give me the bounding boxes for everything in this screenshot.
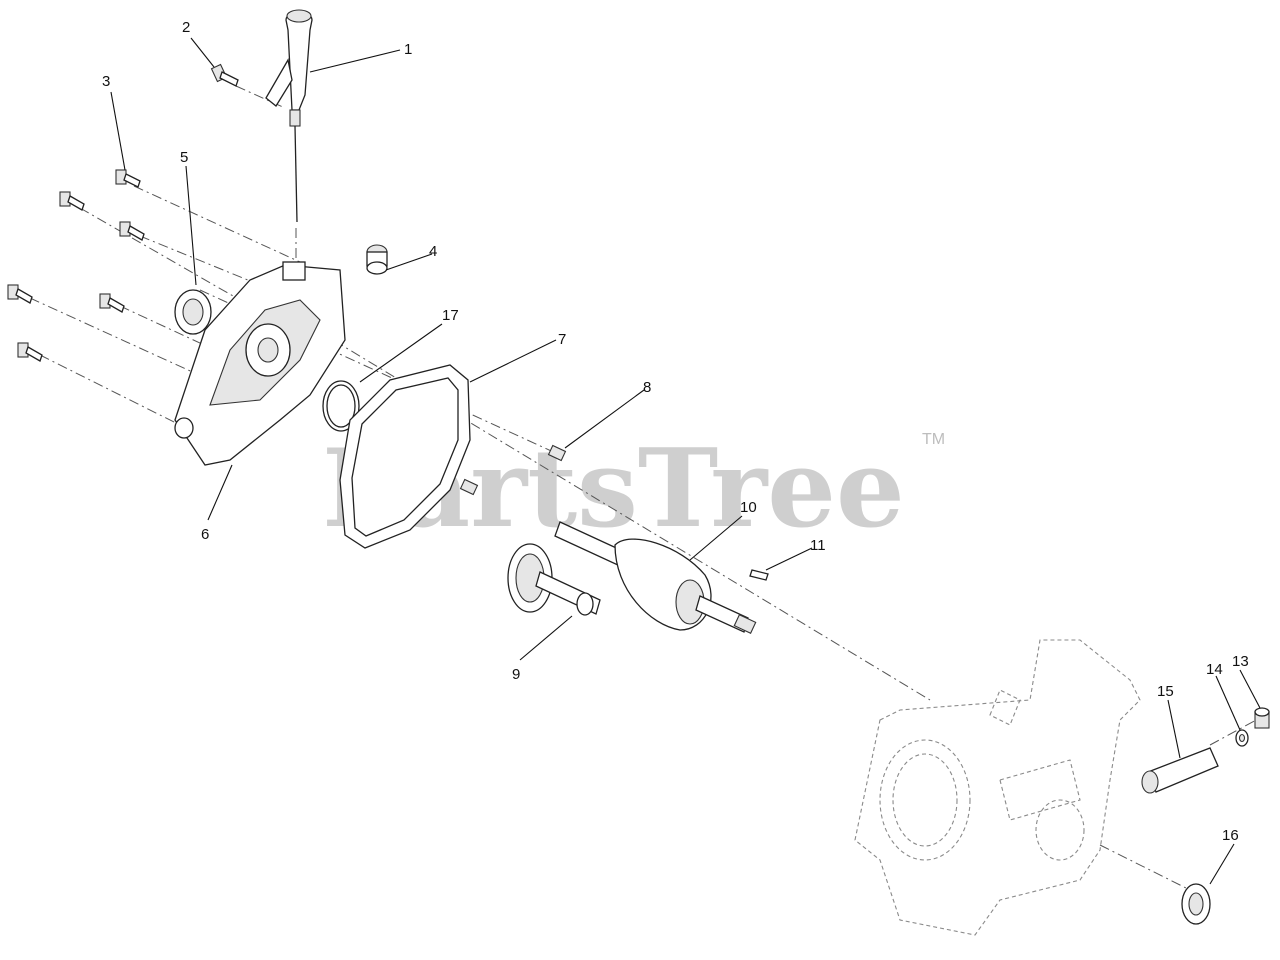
part-key bbox=[749, 569, 769, 581]
callout-17: 17 bbox=[442, 307, 459, 324]
callout-9: 9 bbox=[512, 666, 520, 683]
callout-11: 11 bbox=[810, 537, 826, 554]
part-screw bbox=[1254, 707, 1270, 729]
part-oil-seal-cover bbox=[174, 289, 212, 335]
part-engine-block-reference bbox=[854, 639, 1141, 936]
watermark-trademark: TM bbox=[922, 431, 945, 448]
part-o-ring bbox=[322, 380, 360, 432]
callout-6: 6 bbox=[201, 526, 209, 543]
callout-16: 16 bbox=[1222, 827, 1239, 844]
part-bolt-dipstick bbox=[210, 63, 239, 87]
part-dipstick bbox=[265, 9, 313, 223]
part-washer bbox=[1235, 729, 1249, 747]
callout-15: 15 bbox=[1157, 683, 1174, 700]
callout-10: 10 bbox=[740, 499, 757, 516]
callout-3: 3 bbox=[102, 73, 110, 90]
callout-1: 1 bbox=[404, 41, 412, 58]
callout-14: 14 bbox=[1206, 661, 1223, 678]
callout-13: 13 bbox=[1232, 653, 1249, 670]
part-oil-seal-block bbox=[1181, 883, 1211, 925]
callout-2: 2 bbox=[182, 19, 190, 36]
callout-7: 7 bbox=[558, 331, 566, 348]
callout-4: 4 bbox=[429, 243, 437, 260]
part-governor-shaft bbox=[1141, 747, 1219, 794]
part-crankcase-cover bbox=[174, 261, 346, 466]
callout-8: 8 bbox=[643, 379, 651, 396]
part-gasket bbox=[339, 364, 471, 549]
part-dowel-pins bbox=[459, 444, 567, 496]
part-crankshaft bbox=[554, 521, 757, 634]
callout-leaders bbox=[110, 37, 1261, 885]
callout-5: 5 bbox=[180, 149, 188, 166]
part-plug bbox=[366, 244, 388, 275]
callout-labels: 1 2 3 4 5 6 7 8 9 10 11 13 14 15 16 17 bbox=[102, 19, 1249, 844]
part-camshaft bbox=[507, 543, 601, 616]
part-bolts-cover bbox=[7, 169, 145, 362]
